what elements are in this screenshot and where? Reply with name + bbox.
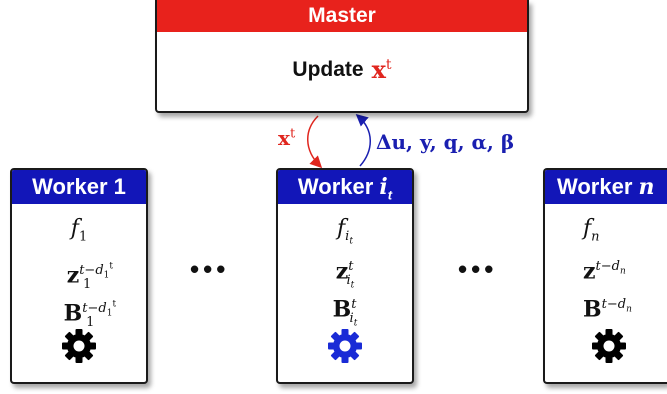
master-title: Master xyxy=(157,0,527,32)
master-to-worker-arrow xyxy=(307,115,323,169)
update-variable: xt xyxy=(371,55,392,84)
worker-to-master-label: Δu, y, q, α, β xyxy=(376,130,515,154)
update-label: Update xyxy=(292,58,364,81)
worker-to-master-arrow xyxy=(355,114,371,167)
worker-it-node: Worker it fit ztit Btit xyxy=(276,168,414,384)
gear-icon xyxy=(62,329,96,363)
master-node: Master Update xt xyxy=(155,0,529,113)
worker-n-title: Worker n xyxy=(545,170,667,204)
worker-it-title: Worker it xyxy=(278,170,412,204)
ellipsis-right: ••• xyxy=(458,254,498,284)
worker-n-b-variable: Bt−dn xyxy=(583,296,632,323)
worker-1-z-variable: zt−d1t1 xyxy=(66,262,114,293)
worker-n-node: Worker n fn zt−dn Bt−dn xyxy=(543,168,667,384)
master-to-worker-label: xt xyxy=(278,126,296,150)
worker-n-z-variable: zt−dn xyxy=(583,258,626,285)
worker-1-b-variable: Bt−d1t1 xyxy=(63,300,117,331)
worker-it-function: fit xyxy=(337,216,353,247)
worker-it-z-variable: ztit xyxy=(335,258,355,291)
ellipsis-left: ••• xyxy=(190,254,230,284)
worker-1-function: f1 xyxy=(70,216,88,245)
worker-1-node: Worker 1 f1 zt−d1t1 Bt−d1t1 xyxy=(10,168,148,384)
worker-it-b-variable: Btit xyxy=(332,296,358,329)
master-body: Update xt xyxy=(157,32,527,108)
gear-icon xyxy=(328,329,362,363)
gear-icon xyxy=(592,329,626,363)
worker-n-function: fn xyxy=(583,216,600,245)
worker-1-title: Worker 1 xyxy=(12,170,146,204)
